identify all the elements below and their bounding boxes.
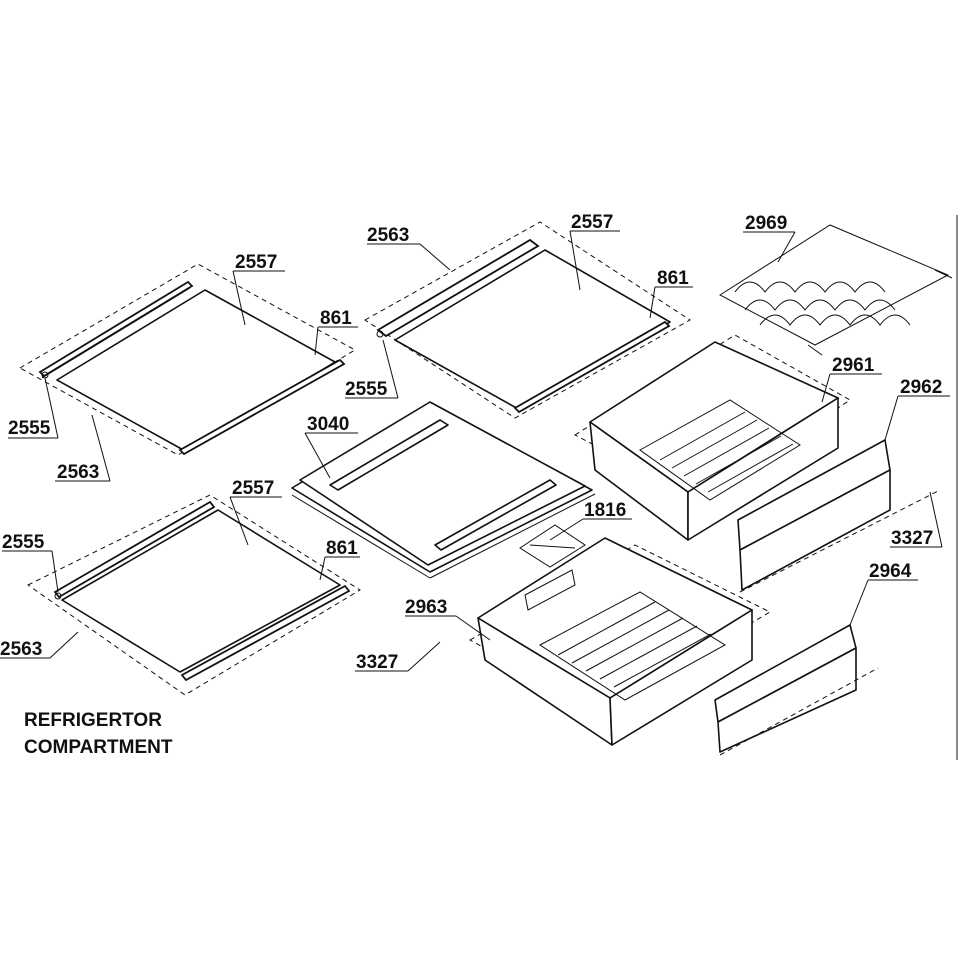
label-2555-top-middle: 2555 [345,379,388,400]
label-2557-top-left: 2557 [235,252,277,273]
label-3040: 3040 [307,414,349,435]
label-2557-lower-left: 2557 [232,478,274,499]
label-2563-lower-left: 2563 [0,639,42,660]
label-861-top-left: 861 [320,308,352,329]
label-2563-top-left: 2563 [57,462,99,483]
drawer-front-2964 [714,624,879,756]
shelf-front-rail [38,280,194,378]
label-2969: 2969 [745,213,787,234]
label-861-top-middle: 861 [657,268,689,289]
shelf-front-rail [53,500,216,599]
label-3327-lower: 3327 [356,652,398,673]
compartment-title-line2: COMPARTMENT [24,737,173,758]
label-1816: 1816 [584,500,626,521]
label-2964: 2964 [869,561,912,582]
callout-labels: 2557 861 2555 2563 2563 2557 861 2555 30… [0,212,942,673]
label-2963: 2963 [405,597,447,618]
label-2555-top-left: 2555 [8,418,51,439]
drawer-front-2962 [737,439,941,593]
shelf-side-rail [178,358,346,456]
label-1816 [519,524,586,568]
wine-rack-2969 [719,224,953,356]
label-2555-lower-left: 2555 [2,532,45,553]
label-2563-top-middle: 2563 [367,225,409,246]
callout-leaders [0,230,950,672]
compartment-title-line1: REFRIGERTOR [24,710,162,731]
shelf-side-rail [180,584,351,682]
crisper-drawer-2963 [468,537,772,746]
label-3327-right: 3327 [891,528,933,549]
label-861-lower-left: 861 [326,538,358,559]
crisper-cover-3040 [291,401,596,579]
shelf-top-left [18,263,357,456]
label-2557-top-middle: 2557 [571,212,613,233]
shelf-side-rail [513,320,671,414]
label-2962: 2962 [900,377,942,398]
shelf-top-middle [364,221,691,419]
shelf-lower-left [27,494,361,696]
label-2961: 2961 [832,355,875,376]
crisper-drawer-2961 [573,334,851,541]
